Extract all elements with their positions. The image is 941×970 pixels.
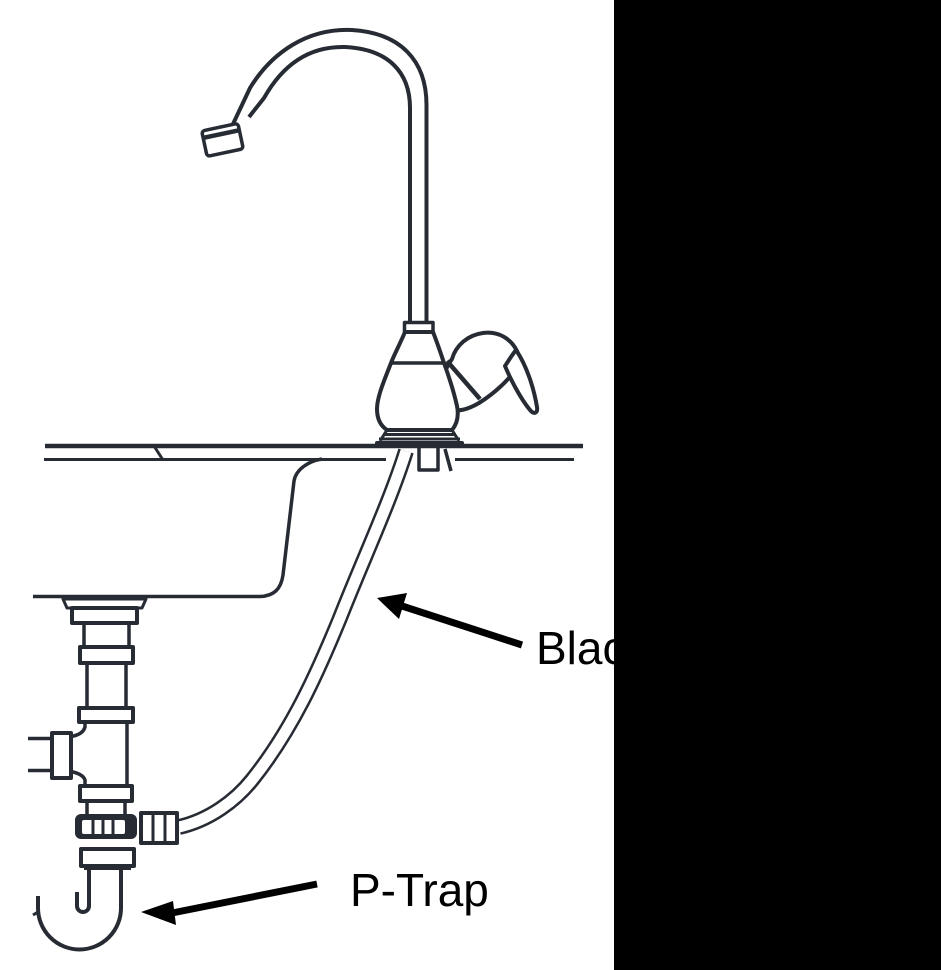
spout-outer-line: [231, 27, 429, 325]
faucet-shank: [417, 448, 453, 472]
faucet-spout-tip: [200, 122, 245, 158]
spout-inner-line: [247, 44, 412, 325]
branch-fitting: [50, 731, 73, 780]
shank-nut-edge: [443, 448, 453, 472]
tube-compression-fitting: [139, 811, 179, 845]
slip-nut-4: [79, 847, 136, 868]
drain-flange: [61, 597, 148, 610]
p-trap-arrow-shaft: [171, 880, 318, 917]
tee-left-wall-bottom: [70, 769, 87, 786]
black-overlay: [614, 0, 941, 970]
base-plate: [375, 441, 464, 448]
tube-label: Blac: [536, 622, 625, 674]
faucet-handle-lever-line: [445, 359, 482, 401]
black-tube-core: [177, 449, 412, 833]
shank-outline: [417, 448, 440, 472]
sink-bowl-wall: [33, 457, 323, 599]
counter-joint-mark: [152, 445, 165, 461]
spout-tip-band: [203, 128, 239, 140]
p-trap-j-bend: [32, 866, 123, 952]
faucet-handle-tip: [503, 348, 540, 415]
faucet-handle: [442, 330, 540, 415]
p-trap-label: P-Trap: [350, 864, 489, 916]
drain-pipe-2: [85, 801, 127, 814]
slip-nut-1: [78, 645, 135, 665]
saddle-clamp: [75, 814, 137, 839]
drain-tee: [28, 722, 129, 786]
drain-pipe-1: [85, 663, 128, 708]
p-trap-inner-wall: [75, 866, 91, 914]
tee-branch-stub: [28, 736, 52, 773]
black-tube: [176, 448, 414, 835]
tee-left-wall-top: [70, 722, 87, 739]
drain-assembly: [28, 597, 179, 870]
faucet-base: [375, 429, 464, 448]
tube-arrow-head: [377, 593, 407, 619]
sink-bowl: [33, 457, 323, 599]
compression-fitting-facets: [151, 813, 167, 843]
tube-arrow-shaft: [400, 602, 524, 649]
p-trap-arrow-head: [141, 901, 176, 925]
faucet: [200, 27, 540, 472]
saddle-clamp-ridges: [91, 820, 115, 834]
sink-countertop: [44, 443, 583, 461]
slip-nut-2: [77, 706, 135, 724]
p-trap-outer-wall: [36, 866, 123, 952]
p-trap-label-arrow: [141, 880, 318, 925]
faucet-spout: [231, 27, 429, 325]
tube-label-arrow: [377, 593, 524, 649]
spout-tip-cap: [200, 122, 245, 158]
p-trap-notch: [32, 910, 39, 917]
drain-tailpiece: [82, 623, 131, 647]
faucet-body: [375, 330, 460, 432]
slip-nut-3: [78, 784, 134, 803]
drain-collar: [70, 606, 139, 625]
compression-fitting-body: [139, 811, 179, 845]
